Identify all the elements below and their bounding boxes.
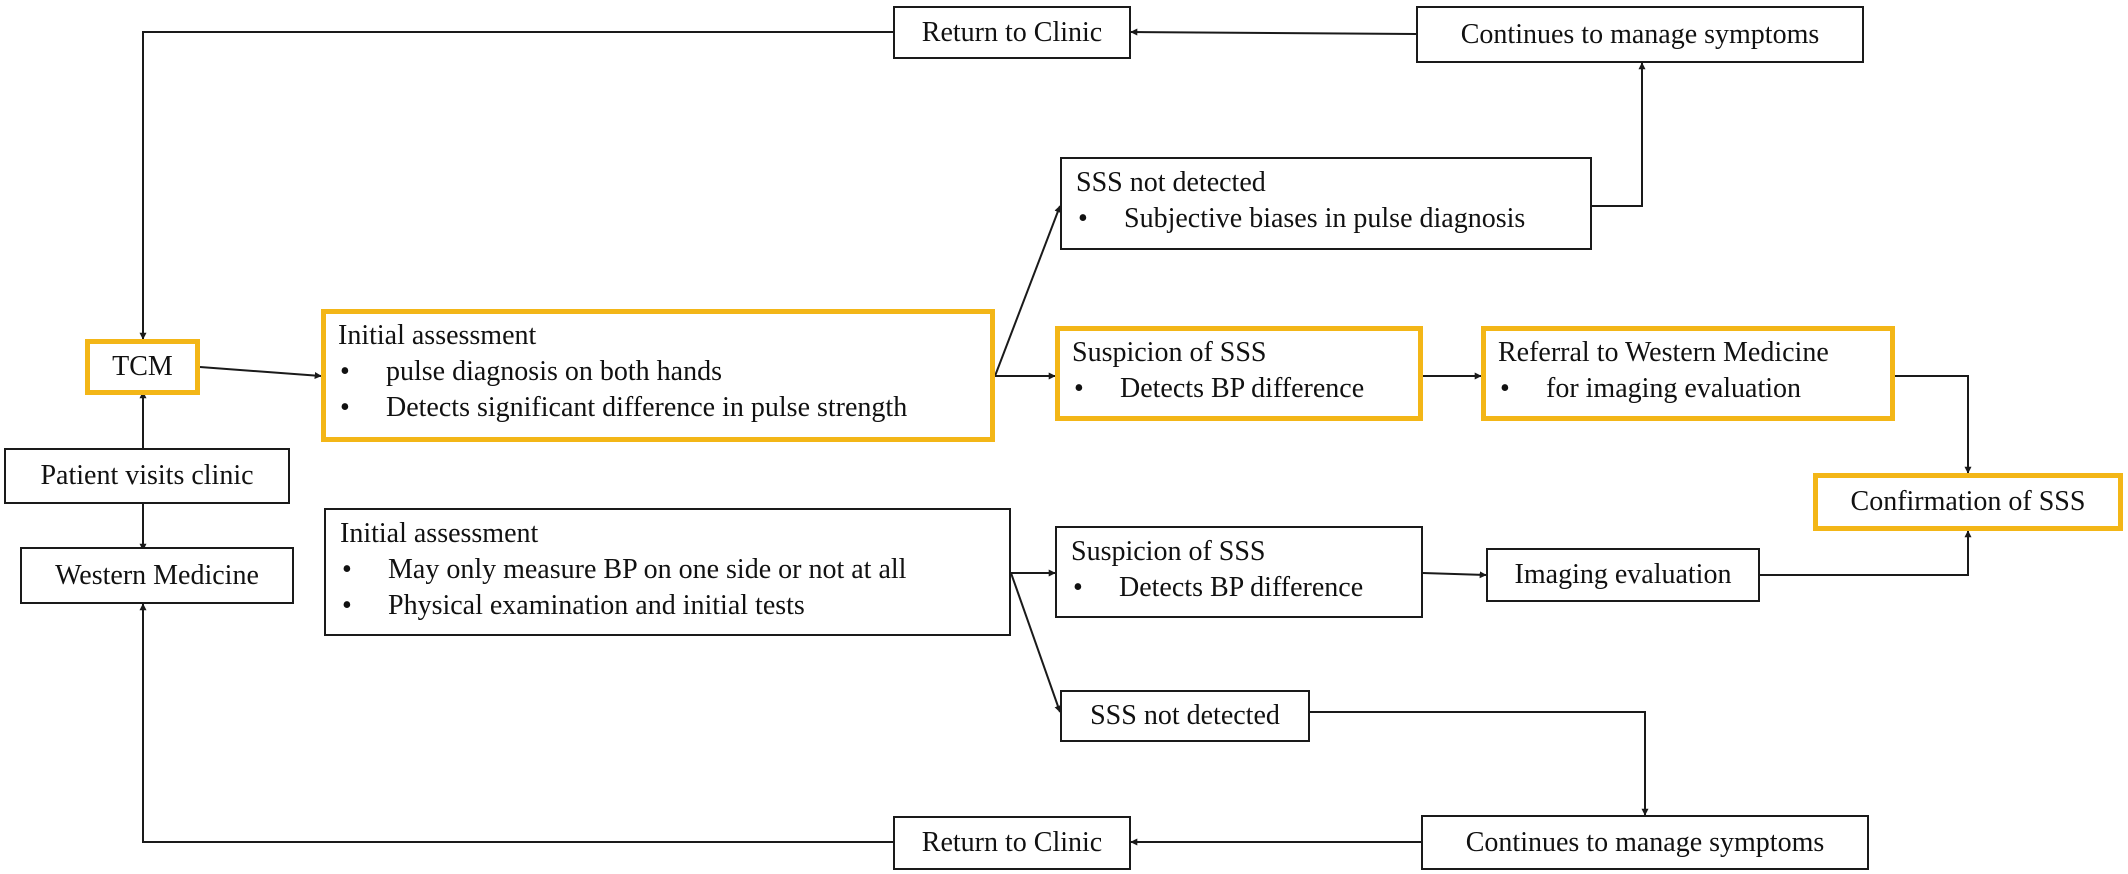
sss-not-detected-bottom-node: SSS not detected — [1060, 690, 1310, 742]
sss-not-detected-bottom-label: SSS not detected — [1090, 700, 1280, 731]
arrow-referral-to-confirmation — [1895, 375, 1972, 474]
bullet-item: pulse diagnosis on both hands — [338, 354, 978, 390]
sss-not-detected-top-title: SSS not detected — [1076, 167, 1266, 198]
bullet-item: for imaging evaluation — [1498, 371, 1878, 407]
sss-not-detected-top-bullets: Subjective biases in pulse diagnosis — [1076, 201, 1576, 237]
initial-assessment-tcm-title: Initial assessment — [338, 320, 537, 351]
confirmation-of-sss-node: Confirmation of SSS — [1813, 473, 2123, 531]
referral-bullets: for imaging evaluation — [1498, 371, 1878, 407]
referral-to-western-medicine-node: Referral to Western Medicine for imaging… — [1481, 326, 1895, 421]
suspicion-bottom-title: Suspicion of SSS — [1071, 536, 1266, 567]
patient-visits-clinic-label: Patient visits clinic — [40, 460, 254, 491]
arrow-initial-wm-to-sss-not-detected-bottom — [1010, 572, 1062, 713]
return-to-clinic-bottom-label: Return to Clinic — [921, 827, 1103, 858]
patient-visits-clinic-node: Patient visits clinic — [4, 448, 290, 504]
sss-not-detected-top-node: SSS not detected Subjective biases in pu… — [1060, 157, 1592, 250]
arrow-initial-tcm-to-sss-not-detected — [994, 205, 1062, 377]
initial-assessment-tcm-bullets: pulse diagnosis on both hands Detects si… — [338, 354, 978, 426]
arrow-continues-top-to-return-clinic — [1130, 28, 1417, 36]
arrow-suspicion-bottom-to-imaging — [1422, 571, 1487, 579]
initial-assessment-western-node: Initial assessment May only measure BP o… — [324, 508, 1011, 636]
bullet-item: Detects significant difference in pulse … — [338, 390, 978, 426]
continues-to-manage-symptoms-top-node: Continues to manage symptoms — [1416, 6, 1864, 63]
bullet-item: May only measure BP on one side or not a… — [340, 552, 995, 588]
bullet-item: Physical examination and initial tests — [340, 588, 995, 624]
arrow-sss-not-detected-bottom-to-continues — [1310, 711, 1649, 816]
tcm-label: TCM — [112, 351, 173, 382]
arrow-return-clinic-bottom-to-western-medicine — [139, 603, 893, 843]
arrow-imaging-to-confirmation — [1760, 530, 1972, 576]
initial-assessment-western-title: Initial assessment — [340, 518, 539, 549]
suspicion-top-bullets: Detects BP difference — [1072, 371, 1406, 407]
continues-top-label: Continues to manage symptoms — [1460, 18, 1820, 50]
referral-title: Referral to Western Medicine — [1498, 337, 1829, 368]
imaging-evaluation-label: Imaging evaluation — [1514, 559, 1732, 590]
initial-assessment-tcm-node: Initial assessment pulse diagnosis on bo… — [321, 309, 995, 442]
continues-to-manage-symptoms-bottom-node: Continues to manage symptoms — [1421, 815, 1869, 870]
continues-bottom-label: Continues to manage symptoms — [1465, 826, 1825, 858]
western-medicine-label: Western Medicine — [55, 559, 259, 591]
return-to-clinic-bottom-node: Return to Clinic — [893, 816, 1131, 870]
arrow-return-clinic-top-to-tcm — [139, 31, 893, 340]
arrow-sss-not-detected-to-continues-top — [1592, 62, 1646, 207]
confirmation-label: Confirmation of SSS — [1850, 486, 2086, 517]
western-medicine-node: Western Medicine — [20, 547, 294, 604]
return-to-clinic-top-node: Return to Clinic — [893, 6, 1131, 59]
tcm-node: TCM — [85, 339, 200, 395]
suspicion-top-title: Suspicion of SSS — [1072, 337, 1267, 368]
suspicion-of-sss-top-node: Suspicion of SSS Detects BP difference — [1055, 326, 1423, 421]
return-to-clinic-top-label: Return to Clinic — [921, 16, 1103, 48]
suspicion-of-sss-bottom-node: Suspicion of SSS Detects BP difference — [1055, 526, 1423, 618]
bullet-item: Detects BP difference — [1071, 570, 1407, 606]
imaging-evaluation-node: Imaging evaluation — [1486, 548, 1760, 602]
bullet-item: Detects BP difference — [1072, 371, 1406, 407]
bullet-item: Subjective biases in pulse diagnosis — [1076, 201, 1576, 237]
suspicion-bottom-bullets: Detects BP difference — [1071, 570, 1407, 606]
arrow-tcm-to-initial-assessment — [199, 366, 322, 380]
initial-assessment-western-bullets: May only measure BP on one side or not a… — [340, 552, 995, 624]
